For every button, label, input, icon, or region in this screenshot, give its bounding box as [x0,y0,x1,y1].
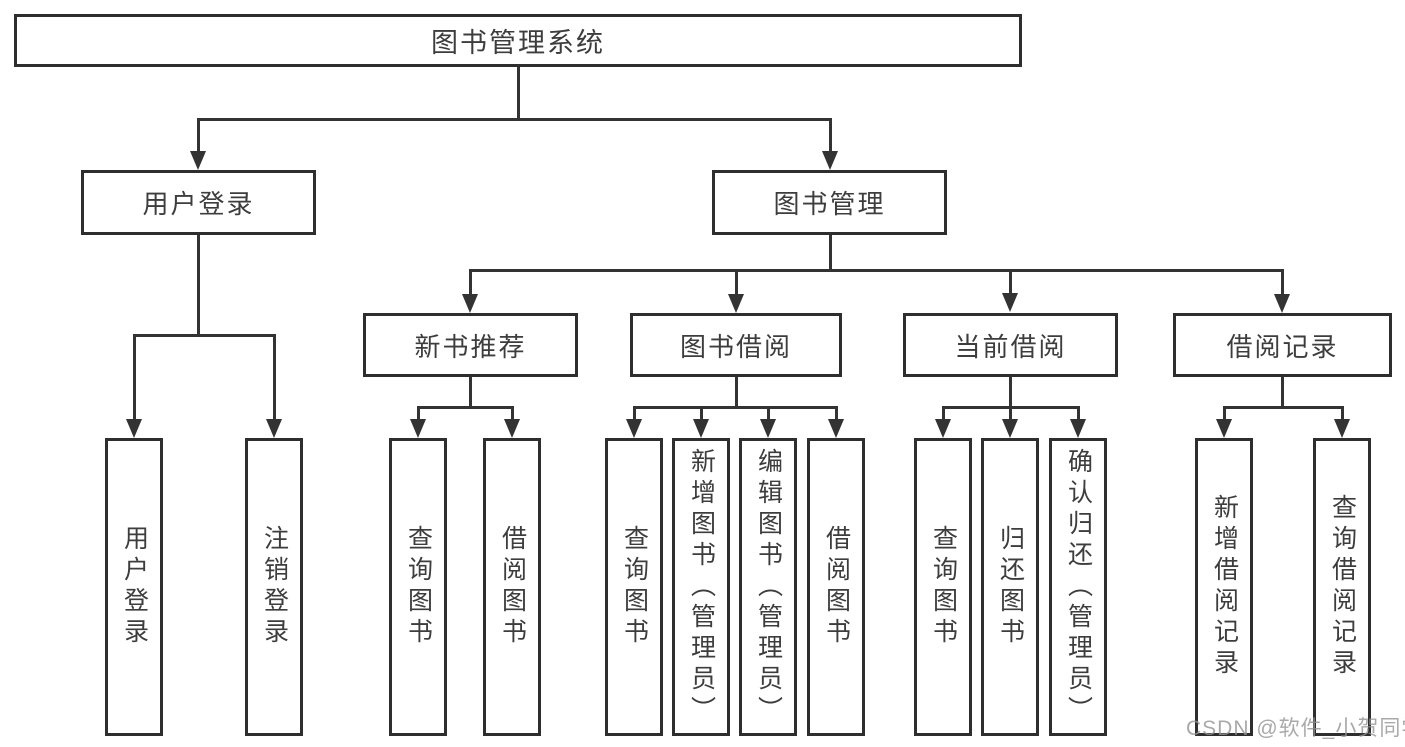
node-label: 图书管理 [773,189,886,219]
connector-hline [468,268,1284,272]
node-label: 借阅图书 [498,525,527,649]
connector-vline [468,377,472,407]
connector-vline [516,67,520,119]
connector-vline [734,377,738,407]
connector-hline [632,405,838,409]
node-label: 图书借阅 [679,331,792,362]
node-label: 归还图书 [996,525,1025,649]
leaf-borrow-books-recommend: 借阅图书 [483,438,541,736]
connector-arrow-down [935,407,951,438]
connector-hline [1222,405,1344,409]
connector-vline [1280,377,1284,407]
leaf-logout: 注销登录 [245,438,303,736]
connector-arrow-down [822,119,838,170]
connector-arrow-down [760,407,776,438]
connector-arrow-down [1334,407,1350,438]
node-label: 当前借阅 [954,331,1067,362]
leaf-return-books: 归还图书 [981,438,1039,736]
node-current-borrowing: 当前借阅 [903,313,1118,377]
node-label: 新增图书（管理员） [687,447,716,727]
connector-arrow-down [728,270,744,313]
node-label: 借阅图书 [822,525,851,649]
node-book-management: 图书管理 [712,170,947,235]
leaf-query-books-borrowing: 查询图书 [605,438,663,736]
node-label: 查询图书 [929,525,958,649]
node-label: 编辑图书（管理员） [754,447,783,727]
connector-hline [416,405,514,409]
leaf-query-books-current: 查询图书 [914,438,972,736]
connector-arrow-down [410,407,426,438]
leaf-confirm-return-admin: 确认归还（管理员） [1049,438,1107,736]
leaf-add-borrow-record: 新增借阅记录 [1195,438,1253,736]
leaf-edit-books-admin: 编辑图书（管理员） [739,438,797,736]
leaf-query-borrow-record: 查询借阅记录 [1313,438,1371,736]
connector-arrow-down [190,119,206,170]
node-user-login: 用户登录 [81,170,316,235]
node-label: 查询借阅记录 [1328,494,1357,680]
node-label: 新书推荐 [414,331,527,362]
connector-vline [196,235,200,335]
connector-arrow-down [1274,270,1290,313]
node-book-borrowing: 图书借阅 [630,313,842,377]
connector-arrow-down [462,270,478,313]
node-label: 借阅记录 [1226,331,1339,362]
node-label: 查询图书 [620,525,649,649]
node-new-book-recommendation: 新书推荐 [363,313,578,377]
node-label: 图书管理系统 [431,28,605,58]
connector-arrow-down [266,335,282,438]
leaf-user-login: 用户登录 [105,438,163,736]
connector-arrow-down [693,407,709,438]
connector-vline [1008,377,1012,407]
connector-arrow-down [504,407,520,438]
node-label: 查询图书 [404,525,433,649]
node-label: 确认归还（管理员） [1064,447,1093,727]
connector-arrow-down [126,335,142,438]
csdn-watermark: CSDN @软件_小贺同学 [1186,717,1405,740]
connector-arrow-down [1070,407,1086,438]
connector-arrow-down [1002,270,1018,312]
connector-hline [132,333,276,337]
node-borrowing-records: 借阅记录 [1173,313,1392,377]
node-label: 用户登录 [142,189,255,219]
leaf-add-books-admin: 新增图书（管理员） [672,438,730,736]
leaf-query-books-recommend: 查询图书 [389,438,447,736]
node-root-system: 图书管理系统 [14,14,1022,67]
node-label: 注销登录 [260,525,289,649]
node-label: 用户登录 [120,525,149,649]
connector-arrow-down [1216,407,1232,438]
node-label: 新增借阅记录 [1210,494,1239,680]
leaf-borrow-books-borrowing: 借阅图书 [807,438,865,736]
connector-arrow-down [1002,407,1018,438]
connector-hline [196,117,832,121]
connector-arrow-down [626,407,642,438]
connector-vline [828,235,832,270]
connector-arrow-down [828,407,844,438]
